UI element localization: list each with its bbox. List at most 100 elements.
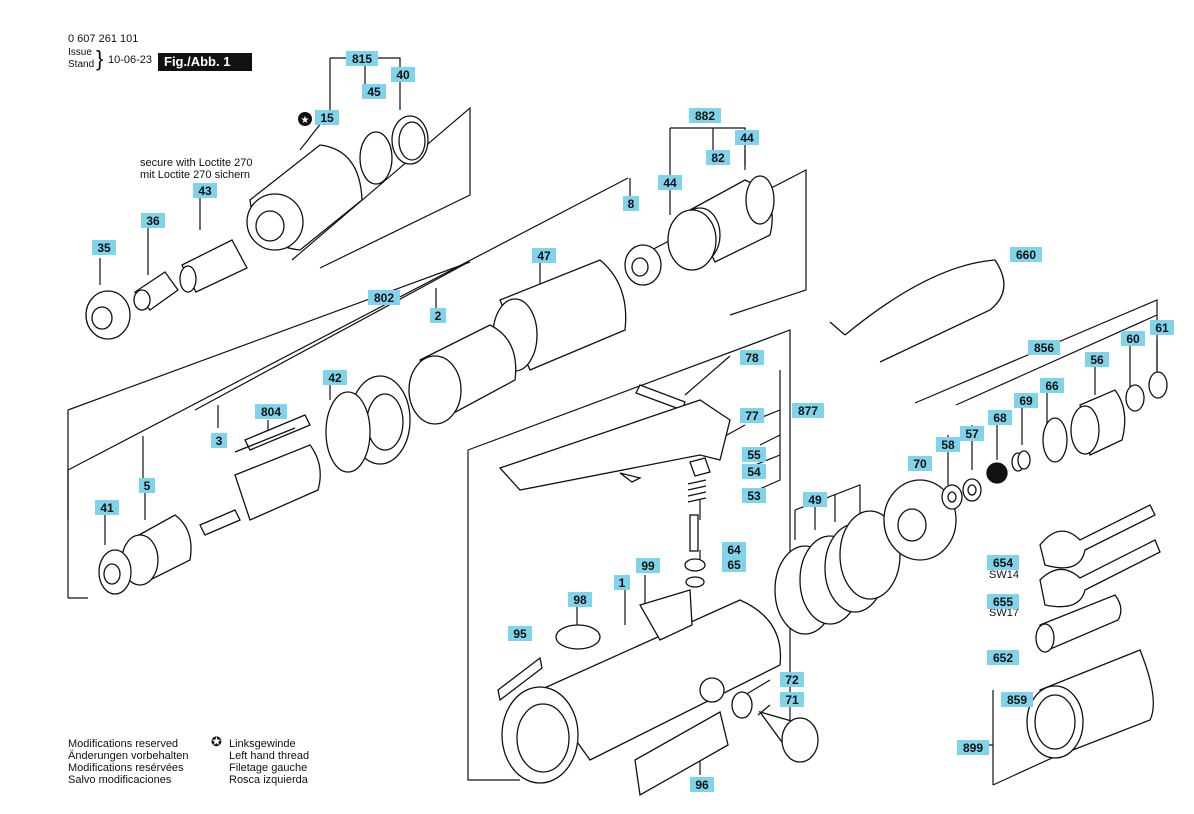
callout-box xyxy=(323,370,347,385)
left-hand-es: Rosca izquierda xyxy=(229,774,308,786)
callout-box xyxy=(1014,393,1038,408)
brace: } xyxy=(96,46,104,71)
callout-box xyxy=(690,777,714,792)
callout-box xyxy=(792,403,824,418)
left-hand-thread-star-icon: ★ xyxy=(298,112,312,126)
callout-804: 804 xyxy=(255,404,287,419)
callout-box xyxy=(957,740,989,755)
callout-899: 899 xyxy=(957,740,989,755)
callout-text: 65 xyxy=(727,558,741,572)
callout-text: 53 xyxy=(747,489,761,503)
callout-text: 49 xyxy=(808,493,822,507)
callout-text: 652 xyxy=(993,651,1013,665)
callout-70: 70 xyxy=(908,456,932,471)
part-49-rings xyxy=(774,510,901,635)
callout-text: 41 xyxy=(100,501,114,515)
modifications-en: Modifications reserved xyxy=(68,738,179,750)
part-35-nut xyxy=(85,290,131,340)
callout-box xyxy=(936,437,960,452)
callout-654: 654 xyxy=(987,555,1019,570)
callout-69: 69 xyxy=(1014,393,1038,408)
callout-box xyxy=(689,108,721,123)
callout-text: 72 xyxy=(785,673,799,687)
callout-text: 70 xyxy=(913,457,927,471)
callout-box xyxy=(803,492,827,507)
callout-43: 43 xyxy=(193,183,217,198)
callout-labels: 8154540154336358828244448472802428043541… xyxy=(92,51,1174,792)
part-654-wrench xyxy=(1039,504,1156,569)
part-61-oring xyxy=(1148,371,1168,399)
callout-text: 44 xyxy=(663,176,677,190)
callout-882: 882 xyxy=(689,108,721,123)
callout-box xyxy=(568,592,592,607)
part-64-seal xyxy=(684,558,706,572)
callout-box xyxy=(742,488,766,503)
callout-text: 15 xyxy=(320,111,334,125)
callout-99: 99 xyxy=(636,558,660,573)
part-3-rotor xyxy=(199,444,321,536)
callout-text: 71 xyxy=(785,693,799,707)
bracket-877 xyxy=(752,370,781,493)
callout-text: 95 xyxy=(513,627,527,641)
part-652-nipple xyxy=(1035,594,1122,653)
callout-box xyxy=(742,464,766,479)
callout-1: 1 xyxy=(614,575,630,590)
callout-text: 42 xyxy=(328,371,342,385)
callout-box xyxy=(780,692,804,707)
part-8-bearing xyxy=(624,244,662,286)
callout-box xyxy=(614,575,630,590)
callout-box xyxy=(430,308,446,323)
part-66-oring xyxy=(1042,417,1068,463)
callout-box xyxy=(92,240,116,255)
part-69-spring xyxy=(1011,450,1031,472)
callout-text: 58 xyxy=(941,438,955,452)
part-77-lever xyxy=(498,399,731,491)
callout-text: 815 xyxy=(352,52,372,66)
part-45-oring xyxy=(359,131,393,185)
callout-box xyxy=(193,183,217,198)
part-55-valve xyxy=(689,457,711,477)
part-65-oring xyxy=(685,576,705,588)
callout-box xyxy=(391,67,415,82)
callout-text: 882 xyxy=(695,109,715,123)
callout-877: 877 xyxy=(792,403,824,418)
callout-text: 77 xyxy=(745,409,759,423)
callout-660: 660 xyxy=(1010,247,1042,262)
callout-71: 71 xyxy=(780,692,804,707)
callout-text: 64 xyxy=(727,543,741,557)
callout-box xyxy=(722,557,746,572)
callout-65: 65 xyxy=(722,557,746,572)
part-54-spring xyxy=(687,479,707,503)
callout-45: 45 xyxy=(362,84,386,99)
callout-652: 652 xyxy=(987,650,1019,665)
loctite-note-de: mit Loctite 270 sichern xyxy=(140,169,251,181)
callout-box xyxy=(735,130,759,145)
callout-text: 60 xyxy=(1126,332,1140,346)
callout-47: 47 xyxy=(532,248,556,263)
callout-77: 77 xyxy=(740,408,764,423)
part-70-washer xyxy=(883,479,957,561)
callout-box xyxy=(742,447,766,462)
callout-56: 56 xyxy=(1085,352,1109,367)
callout-55: 55 xyxy=(742,447,766,462)
callout-box xyxy=(740,350,764,365)
callout-box xyxy=(1121,331,1145,346)
part-655-wrench xyxy=(1039,539,1161,608)
callout-text: 36 xyxy=(146,214,160,228)
leader-lines-left xyxy=(104,375,331,545)
callout-98: 98 xyxy=(568,592,592,607)
part-95-plate xyxy=(497,656,543,702)
part-68-ball xyxy=(986,462,1008,484)
callout-box xyxy=(255,404,287,419)
callout-text: 35 xyxy=(97,241,111,255)
group-lines-lower xyxy=(67,405,219,520)
callout-44: 44 xyxy=(735,130,759,145)
callout-44: 44 xyxy=(658,175,682,190)
callout-72: 72 xyxy=(780,672,804,687)
callout-text: 45 xyxy=(367,85,381,99)
callout-text: 98 xyxy=(573,593,587,607)
callout-text: 856 xyxy=(1034,341,1054,355)
part-78-pin xyxy=(635,384,686,411)
callout-text: 877 xyxy=(798,404,818,418)
